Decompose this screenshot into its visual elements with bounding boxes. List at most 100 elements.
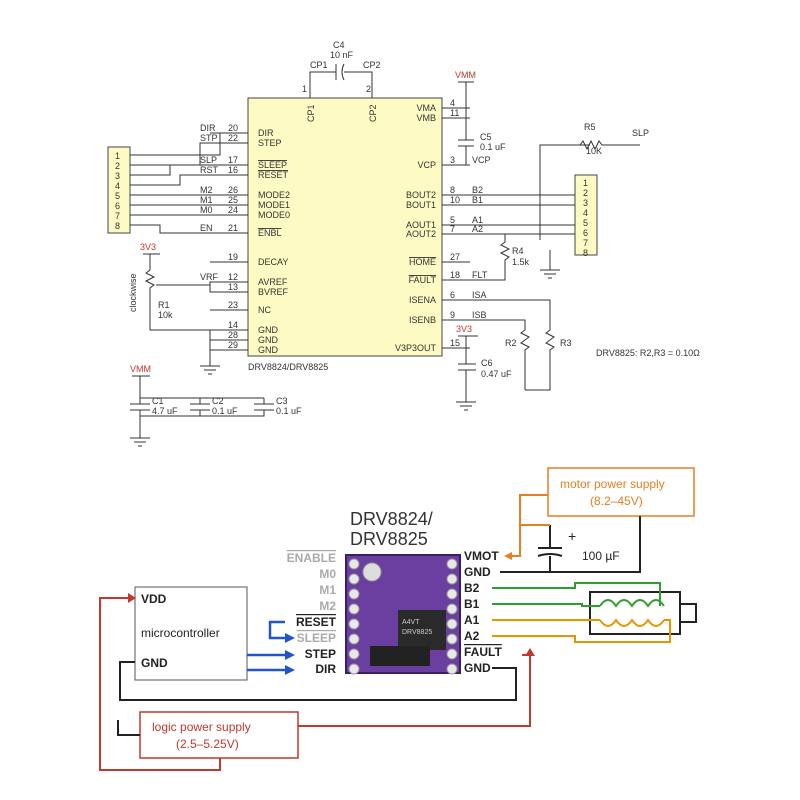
r4-name: R4: [512, 246, 524, 256]
pin-name: MODE2: [258, 190, 290, 200]
sense-resistors: R2 R3 DRV8825: R2,R3 = 0.10Ω: [442, 299, 700, 391]
pin-number: 29: [228, 340, 238, 350]
trimpot-icon: [362, 562, 382, 582]
driver-title-line1: DRV8824/: [350, 509, 433, 529]
pin-name: GND: [258, 325, 279, 335]
pin-number: 5: [450, 215, 455, 225]
pad: [446, 663, 458, 675]
net-label: ISA: [472, 290, 487, 300]
driver-board: A4VT DRV8825: [345, 554, 461, 675]
pin-name: RESET: [258, 170, 289, 180]
driver-pin-label: B2: [464, 581, 480, 595]
driver-pin-label: RESET: [296, 615, 337, 629]
pin-name: AOUT1: [406, 220, 436, 230]
r2-label: R2: [505, 338, 517, 348]
pad: [348, 603, 360, 615]
vmm-label: VMM: [455, 70, 476, 80]
net-label: B2: [472, 185, 483, 195]
pin-number: 20: [228, 123, 238, 133]
r4-value: 1.5k: [512, 257, 530, 267]
driver-pin-label: ENABLE: [287, 551, 336, 565]
pin-name: VMA: [416, 103, 436, 113]
c4-cp2: CP2: [363, 60, 381, 70]
pin-name: SLEEP: [258, 160, 287, 170]
driver-pin-label: STEP: [305, 647, 336, 661]
header-pin-number: 8: [583, 248, 588, 258]
c4-value: 10 nF: [330, 50, 354, 60]
pad: [348, 633, 360, 645]
header-pin-number: 4: [583, 208, 588, 218]
pad: [446, 558, 458, 570]
net-label: A2: [472, 224, 483, 234]
driver-pin-label: FAULT: [464, 645, 502, 659]
driver-pin-label: DIR: [315, 662, 336, 676]
resistor-r4: R4 1.5k: [442, 234, 530, 281]
chip-mark-2: DRV8825: [402, 629, 432, 636]
motor-power-supply: motor power supply (8.2–45V) + 100 µF: [500, 467, 695, 573]
motor-supply-line2: (8.2–45V): [590, 494, 643, 508]
pad: [446, 603, 458, 615]
driver-pin-label: VMOT: [464, 549, 499, 563]
logic-power-supply: logic power supply (2.5–5.25V): [99, 593, 535, 771]
pin-number: 18: [450, 270, 460, 280]
chip-mark-1: A4VT: [402, 619, 420, 626]
pad: [348, 558, 360, 570]
pin-name: AOUT2: [406, 229, 436, 239]
pin-number: 9: [450, 310, 455, 320]
pin-number: 16: [228, 165, 238, 175]
pin-number: 10: [450, 195, 460, 205]
pin-number: 17: [228, 155, 238, 165]
net-label: B1: [472, 195, 483, 205]
header-pin-number: 7: [583, 238, 588, 248]
pin-name: ISENA: [409, 295, 436, 305]
c4-pin1: 1: [302, 84, 307, 94]
logic-supply-line2: (2.5–5.25V): [176, 737, 239, 751]
pin-name: GND: [258, 335, 279, 345]
pin-name: BOUT1: [406, 200, 436, 210]
driver-pin-label: B1: [464, 597, 480, 611]
pin-number: 24: [228, 205, 238, 215]
pin-name: MODE0: [258, 210, 290, 220]
vmm-c5: VMM C5 0.1 uF: [442, 70, 506, 166]
capacitor-value: 100 µF: [582, 549, 620, 563]
c3-value: 0.1 uF: [276, 406, 302, 416]
logic-supply-line1: logic power supply: [152, 720, 251, 734]
chip-name: DRV8824/DRV8825: [248, 362, 328, 372]
pin-number: 25: [228, 195, 238, 205]
driver-pin-label: A1: [464, 613, 480, 627]
pin-number: 11: [450, 108, 459, 118]
pad: [446, 588, 458, 600]
resistor-r5: R5 10K SLP: [560, 122, 649, 156]
pin-number: 6: [450, 290, 455, 300]
r1-name: R1: [158, 300, 170, 310]
pin-number: 26: [228, 185, 238, 195]
pin-name: BOUT2: [406, 190, 436, 200]
header-pin-number: 8: [115, 221, 120, 231]
net-label: A1: [472, 215, 483, 225]
c4-pin2: 2: [366, 84, 371, 94]
c1-value: 4.7 uF: [152, 406, 178, 416]
c1-name: C1: [152, 396, 164, 406]
r3-label: R3: [560, 338, 572, 348]
r5-value: 10K: [586, 146, 602, 156]
header-pin-number: 3: [583, 198, 588, 208]
r1-note: clockwise: [128, 273, 138, 312]
pin-name: DECAY: [258, 257, 288, 267]
pin-number: 3: [450, 155, 455, 165]
capacitor-plus: +: [568, 528, 576, 544]
pin-number: 8: [450, 185, 455, 195]
pin-name: ISENB: [409, 315, 436, 325]
net-label: VCP: [472, 155, 491, 165]
c6-name: C6: [481, 358, 493, 368]
pin-name: STEP: [258, 138, 282, 148]
driver-pin-label: M2: [319, 599, 336, 613]
pad: [348, 618, 360, 630]
driver-pin-label: A2: [464, 629, 480, 643]
pin-name: VCP: [417, 160, 436, 170]
pin-number: 7: [450, 224, 455, 234]
pad: [348, 663, 360, 675]
c4-name: C4: [333, 40, 345, 50]
pin-name: V3P3OUT: [395, 343, 437, 353]
header-pin-number: 1: [115, 151, 120, 161]
